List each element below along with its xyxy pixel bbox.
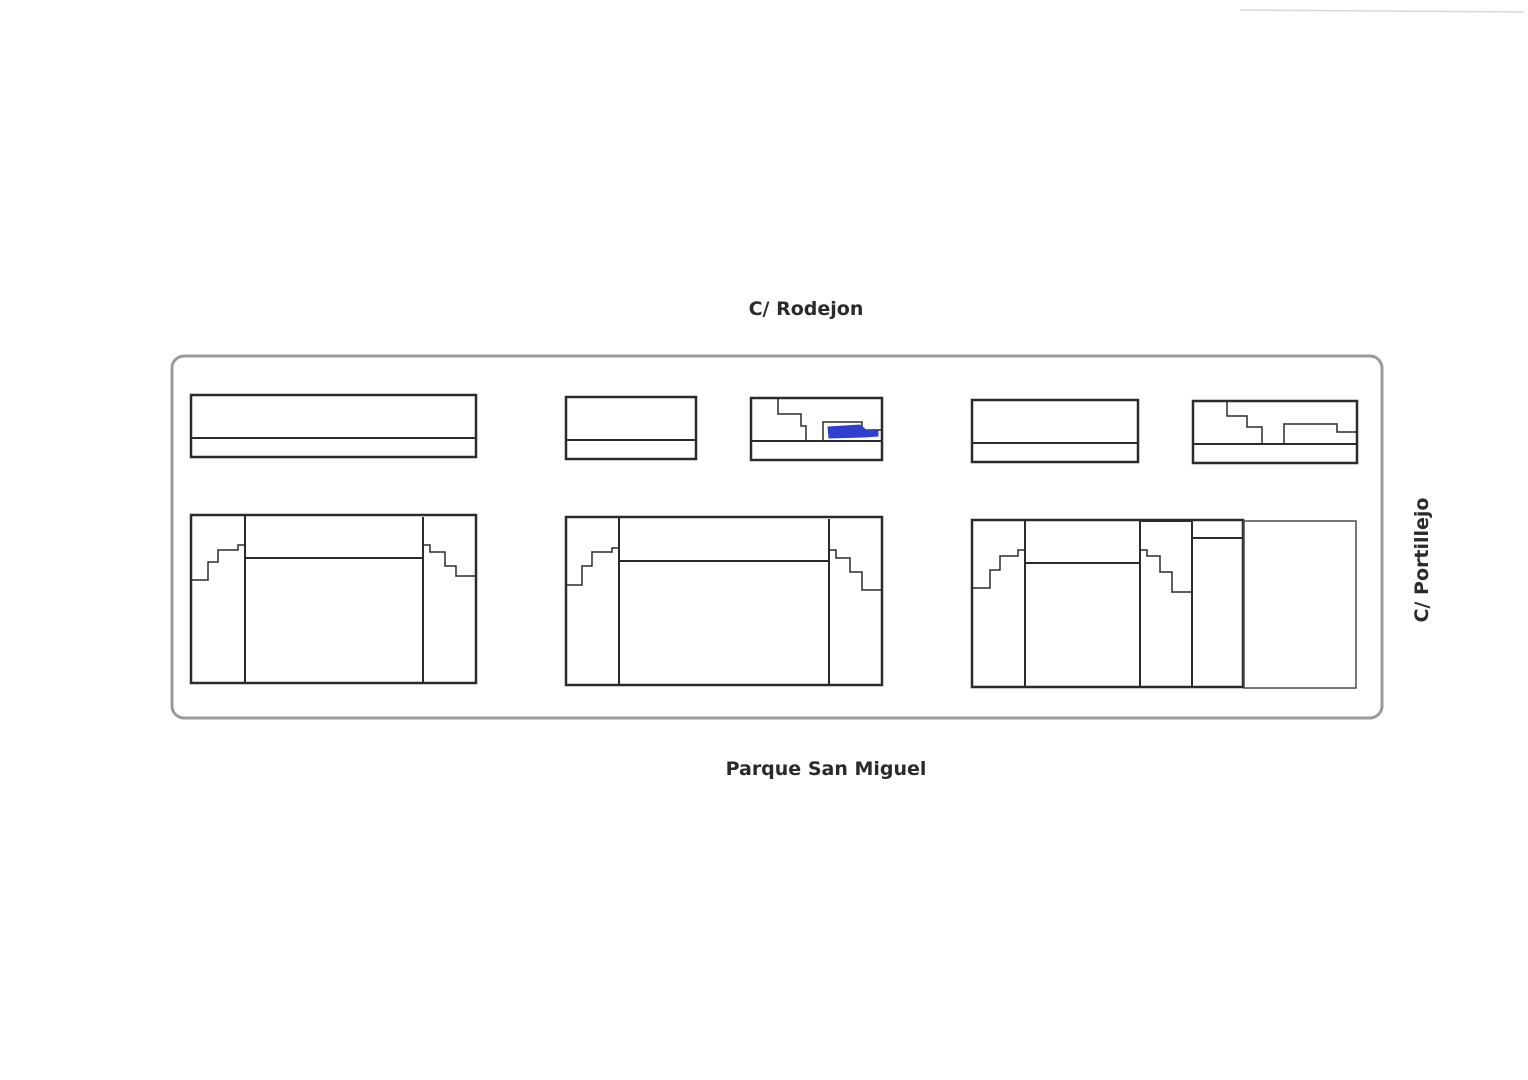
bottom-plot-corner [1243,520,1357,689]
top-plot-1 [189,393,478,459]
bottom-building-2 [564,515,884,687]
street-label-north: C/ Rodejon [749,298,864,320]
top-plot-2 [564,395,698,461]
top-plot-4 [970,398,1140,464]
plots-layer [189,393,1359,689]
street-label-east: C/ Portillejo [1411,498,1433,623]
scan-edge-line [1239,9,1525,13]
highlighted-unit [827,424,879,439]
top-plot-5 [1191,399,1359,465]
top-plot-3 [749,396,884,462]
bottom-building-3 [970,518,1245,689]
bottom-building-1 [189,513,478,685]
block-outline [170,354,1384,720]
street-label-south: Parque San Miguel [726,758,927,780]
